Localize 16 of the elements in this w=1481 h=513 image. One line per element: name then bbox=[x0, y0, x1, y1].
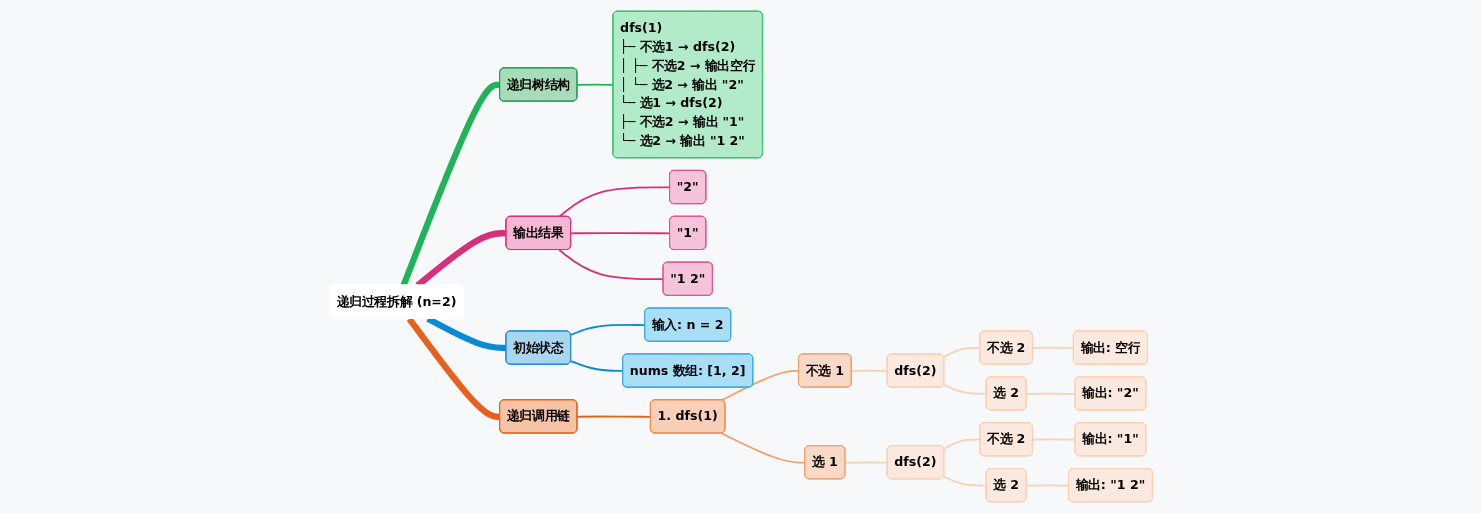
connector bbox=[1031, 438, 1076, 441]
connector bbox=[850, 369, 888, 372]
connector bbox=[557, 186, 671, 218]
connector bbox=[569, 360, 624, 372]
connector bbox=[942, 347, 981, 358]
connector bbox=[1025, 392, 1076, 395]
connector bbox=[720, 432, 806, 464]
connector bbox=[942, 475, 987, 487]
connector bbox=[576, 83, 614, 86]
connector bbox=[569, 324, 646, 336]
connector bbox=[942, 438, 981, 450]
connector bbox=[843, 461, 888, 464]
connector bbox=[942, 383, 987, 395]
connector bbox=[557, 249, 664, 281]
connector bbox=[569, 232, 671, 235]
connector bbox=[400, 81, 500, 287]
